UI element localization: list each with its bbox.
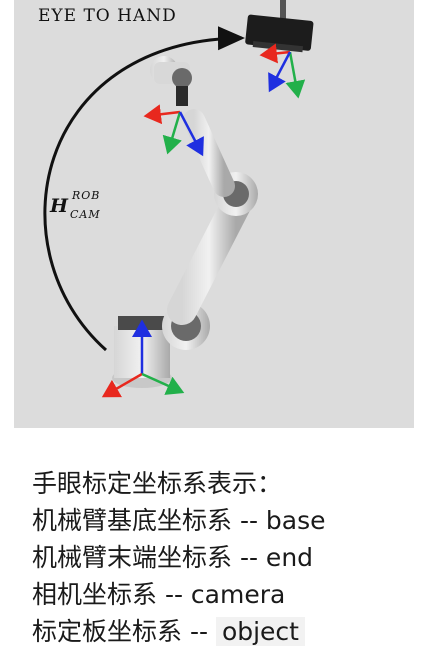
eye-to-hand-figure: EYE TO HAND H ROB CAM xyxy=(14,0,414,428)
camera-axis-x xyxy=(259,43,291,64)
object-value: object xyxy=(215,617,305,646)
transform-subscript: CAM xyxy=(70,208,101,221)
description-line-end: 机械臂末端坐标系 -- end xyxy=(32,543,314,572)
camera xyxy=(245,14,314,53)
transform-symbol: H xyxy=(50,195,68,217)
object-line-label: 标定板坐标系 -- xyxy=(32,617,216,646)
coordinate-description: 手眼标定坐标系表示： 机械臂基底坐标系 -- base 机械臂末端坐标系 -- … xyxy=(32,465,422,650)
figure-title: EYE TO HAND xyxy=(38,6,177,26)
description-heading: 手眼标定坐标系表示： xyxy=(32,469,283,498)
description-line-object: 标定板坐标系 -- object xyxy=(32,613,422,650)
end-axis-y xyxy=(162,111,182,155)
wrist xyxy=(150,56,192,106)
camera-axis-z xyxy=(268,51,292,93)
end-axis-x xyxy=(143,104,181,125)
transform-label: H ROB CAM xyxy=(50,189,100,221)
upper-arm xyxy=(167,190,251,325)
figure-drawing xyxy=(43,0,314,398)
base-axis-x xyxy=(101,372,143,398)
camera-axis-y xyxy=(285,51,306,99)
transform-arc xyxy=(43,26,245,352)
base-axis-y xyxy=(141,372,185,395)
end-axis-z xyxy=(178,111,204,157)
transform-superscript: ROB xyxy=(72,189,101,202)
camera-mount-rod xyxy=(280,0,286,20)
forearm xyxy=(183,109,235,197)
description-line-base: 机械臂基底坐标系 -- base xyxy=(32,506,326,535)
description-line-camera: 相机坐标系 -- camera xyxy=(32,580,286,609)
